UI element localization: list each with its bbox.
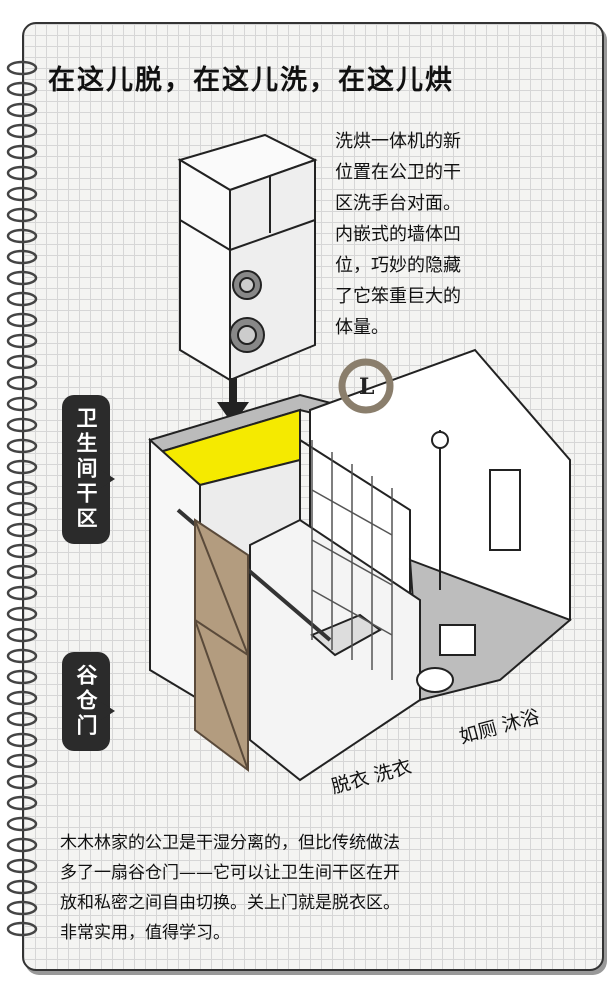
- note-line: 体量。: [335, 317, 389, 338]
- spiral-ring: [6, 123, 38, 139]
- spiral-ring: [6, 186, 38, 202]
- spiral-ring: [6, 753, 38, 769]
- spiral-ring: [6, 585, 38, 601]
- spiral-ring: [6, 711, 38, 727]
- summary-line: 多了一扇谷仓门——它可以让卫生间干区在开: [60, 863, 400, 883]
- spiral-ring: [6, 354, 38, 370]
- spiral-ring: [6, 81, 38, 97]
- spiral-ring: [6, 333, 38, 349]
- spiral-ring: [6, 102, 38, 118]
- summary-line: 非常实用，值得学习。: [60, 923, 230, 943]
- spiral-ring: [6, 837, 38, 853]
- spiral-ring: [6, 207, 38, 223]
- spiral-ring: [6, 228, 38, 244]
- page-title: 在这儿脱，在这儿洗，在这儿烘: [48, 65, 454, 96]
- spiral-ring: [6, 564, 38, 580]
- spiral-ring: [6, 648, 38, 664]
- spiral-ring: [6, 165, 38, 181]
- note-line: 了它笨重巨大的: [335, 286, 461, 307]
- washer-dryer-cabinet: [177, 133, 318, 382]
- spiral-ring: [6, 396, 38, 412]
- barn-door-label: 谷仓门: [62, 652, 115, 751]
- barn-door: [176, 508, 332, 773]
- spiral-ring: [6, 900, 38, 916]
- note-line: 位置在公卫的干: [335, 162, 461, 183]
- watermark-stamp: L: [338, 356, 398, 416]
- spiral-ring: [6, 669, 38, 685]
- glass-partition: [311, 440, 393, 680]
- spiral-ring: [6, 144, 38, 160]
- dry-area-label: 卫生间干区: [62, 395, 115, 544]
- spiral-ring: [6, 249, 38, 265]
- washer-note: 洗烘一体机的新 位置在公卫的干 区洗手台对面。 内嵌式的墙体凹 位，巧妙的隐藏 …: [335, 126, 535, 343]
- arrow-down-icon: [217, 378, 249, 425]
- summary-line: 放和私密之间自由切换。关上门就是脱衣区。: [60, 893, 400, 913]
- spiral-ring: [6, 375, 38, 391]
- note-line: 内嵌式的墙体凹: [335, 224, 461, 245]
- spiral-ring: [6, 858, 38, 874]
- spiral-ring: [6, 522, 38, 538]
- spiral-ring: [6, 732, 38, 748]
- spiral-ring: [6, 270, 38, 286]
- stamp-letter: L: [359, 374, 374, 400]
- spiral-ring: [6, 921, 38, 937]
- spiral-ring: [6, 501, 38, 517]
- spiral-ring: [6, 312, 38, 328]
- spiral-ring: [6, 879, 38, 895]
- note-line: 位，巧妙的隐藏: [335, 255, 461, 276]
- spiral-ring: [6, 459, 38, 475]
- spiral-ring: [6, 417, 38, 433]
- spiral-binding: [6, 60, 38, 937]
- summary-text: 木木林家的公卫是干湿分离的，但比传统做法 多了一扇谷仓门——它可以让卫生间干区在…: [60, 828, 590, 948]
- note-line: 洗烘一体机的新: [335, 131, 461, 152]
- spiral-ring: [6, 438, 38, 454]
- spiral-ring: [6, 690, 38, 706]
- summary-line: 木木林家的公卫是干湿分离的，但比传统做法: [60, 833, 400, 853]
- note-line: 区洗手台对面。: [335, 193, 461, 214]
- spiral-ring: [6, 60, 38, 76]
- spiral-ring: [6, 627, 38, 643]
- spiral-ring: [6, 774, 38, 790]
- spiral-ring: [6, 291, 38, 307]
- spiral-ring: [6, 480, 38, 496]
- spiral-ring: [6, 816, 38, 832]
- spiral-ring: [6, 795, 38, 811]
- spiral-ring: [6, 606, 38, 622]
- spiral-ring: [6, 543, 38, 559]
